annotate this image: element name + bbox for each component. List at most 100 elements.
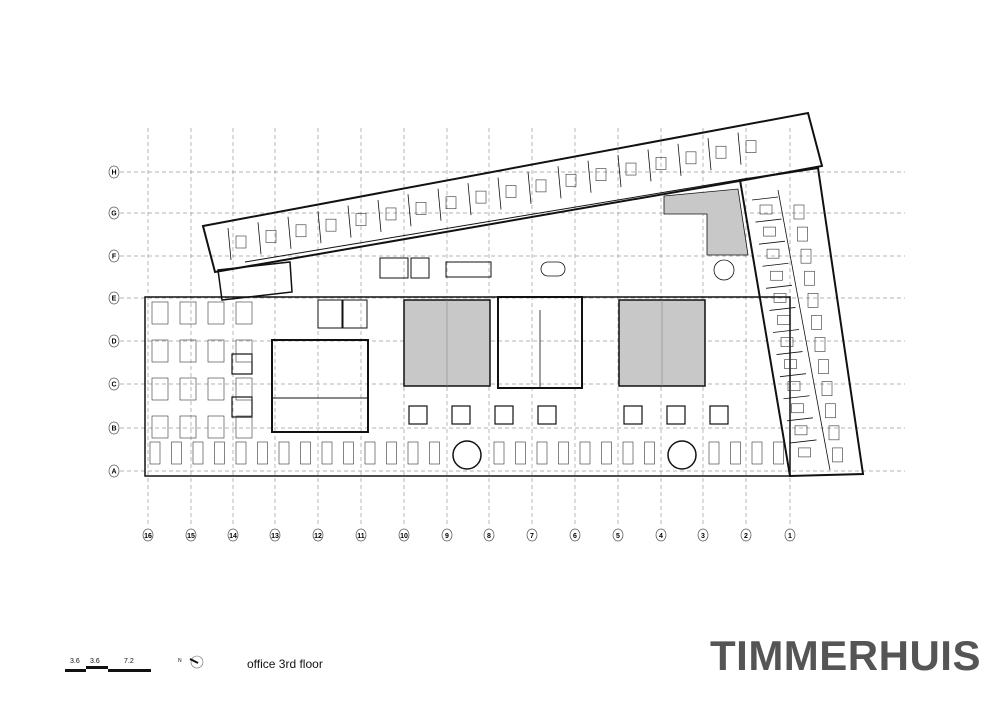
meeting-room [445, 261, 492, 278]
office-partition [647, 149, 652, 182]
main-office-block [144, 296, 791, 477]
grid-column-label: 4 [659, 533, 663, 540]
desk-cluster [730, 441, 741, 465]
meeting-pod [408, 405, 428, 425]
grid-column-label: 6 [573, 533, 577, 540]
desk-cluster [179, 301, 197, 325]
grid-column-label: 10 [400, 533, 408, 540]
desk-cluster [235, 377, 253, 401]
office-desk [828, 425, 840, 441]
office-partition [527, 171, 532, 204]
office-desk [745, 140, 757, 153]
north-wing-corridor [244, 177, 751, 263]
desk-cluster [407, 441, 419, 465]
office-desk [475, 190, 487, 204]
grid-bubble [483, 528, 495, 542]
office-partition [790, 439, 817, 444]
grid-bubble [108, 206, 120, 220]
office-desk [685, 151, 697, 165]
desk-cluster [235, 339, 253, 363]
office-partition [755, 218, 782, 223]
desk-cluster [214, 441, 225, 465]
office-partition [737, 132, 742, 165]
scale-segment [65, 669, 86, 672]
office-desk [780, 337, 794, 347]
office-partition [765, 284, 793, 289]
meeting-pod [709, 405, 729, 425]
grid-row-label: E [112, 296, 117, 303]
grid-bubble [655, 528, 667, 542]
office-desk [265, 230, 277, 243]
office-partition [779, 373, 807, 378]
office-desk [825, 403, 836, 419]
grid-column-label: 7 [530, 533, 534, 540]
office-desk [818, 359, 829, 374]
office-partition [377, 199, 382, 232]
office-partition [227, 227, 232, 261]
grid-row-label: B [111, 426, 116, 433]
grid-bubble [269, 528, 281, 542]
drawing-caption: office 3rd floor [247, 657, 323, 671]
office-desk [800, 248, 812, 264]
meeting-room [379, 257, 409, 279]
office-desk [715, 145, 727, 159]
desk-cluster [321, 441, 333, 465]
scale-segment [108, 669, 151, 672]
desk-cluster [151, 377, 169, 401]
grid-column-label: 16 [144, 533, 152, 540]
meeting-pod [666, 405, 686, 425]
grid-bubble [108, 165, 120, 179]
office-partition [751, 196, 779, 201]
desk-cluster [207, 377, 225, 401]
office-desk [759, 204, 773, 215]
desk-cluster [149, 441, 161, 465]
round-table [713, 259, 735, 281]
office-desk [784, 359, 797, 369]
office-desk [821, 381, 833, 396]
meeting-pod [231, 353, 253, 375]
scale-bar [65, 666, 151, 672]
desk-cluster [708, 441, 720, 465]
office-desk [766, 248, 780, 259]
atrium-void-north [663, 188, 749, 256]
desk-cluster [601, 441, 612, 465]
grid-bubble [227, 528, 239, 542]
office-desk [295, 224, 307, 238]
office-partition [677, 143, 682, 176]
office-desk [793, 204, 805, 220]
office-desk [565, 173, 577, 187]
desk-cluster [151, 339, 169, 363]
east-wing [738, 166, 865, 478]
desk-cluster [751, 441, 763, 465]
building-outline [144, 111, 865, 478]
desk-cluster [300, 441, 311, 465]
office-partition [758, 240, 786, 245]
office-partition [617, 155, 622, 188]
office-desk [763, 226, 776, 237]
office-partition [707, 138, 712, 171]
grid-column-label: 8 [487, 533, 491, 540]
desk-cluster [179, 415, 197, 439]
office-partition [287, 216, 292, 249]
desk-cluster [622, 441, 634, 465]
grid-column-label: 5 [616, 533, 620, 540]
office-partition [762, 262, 789, 267]
desk-cluster [151, 415, 169, 439]
grid-bubble [740, 528, 752, 542]
desk-cluster [364, 441, 376, 465]
grid-bubble [108, 377, 120, 391]
scale-label: 3.6 [70, 658, 80, 665]
grid-bubble [108, 249, 120, 263]
office-desk [535, 179, 547, 193]
grid-bubble [185, 528, 197, 542]
office-partition [257, 222, 262, 255]
desk-cluster [179, 377, 197, 401]
grid-bubble [697, 528, 709, 542]
office-desk [445, 196, 457, 210]
meeting-pod [494, 405, 514, 425]
grid-row-label: D [111, 339, 116, 346]
desk-cluster [235, 441, 247, 465]
office-desk [777, 315, 790, 325]
